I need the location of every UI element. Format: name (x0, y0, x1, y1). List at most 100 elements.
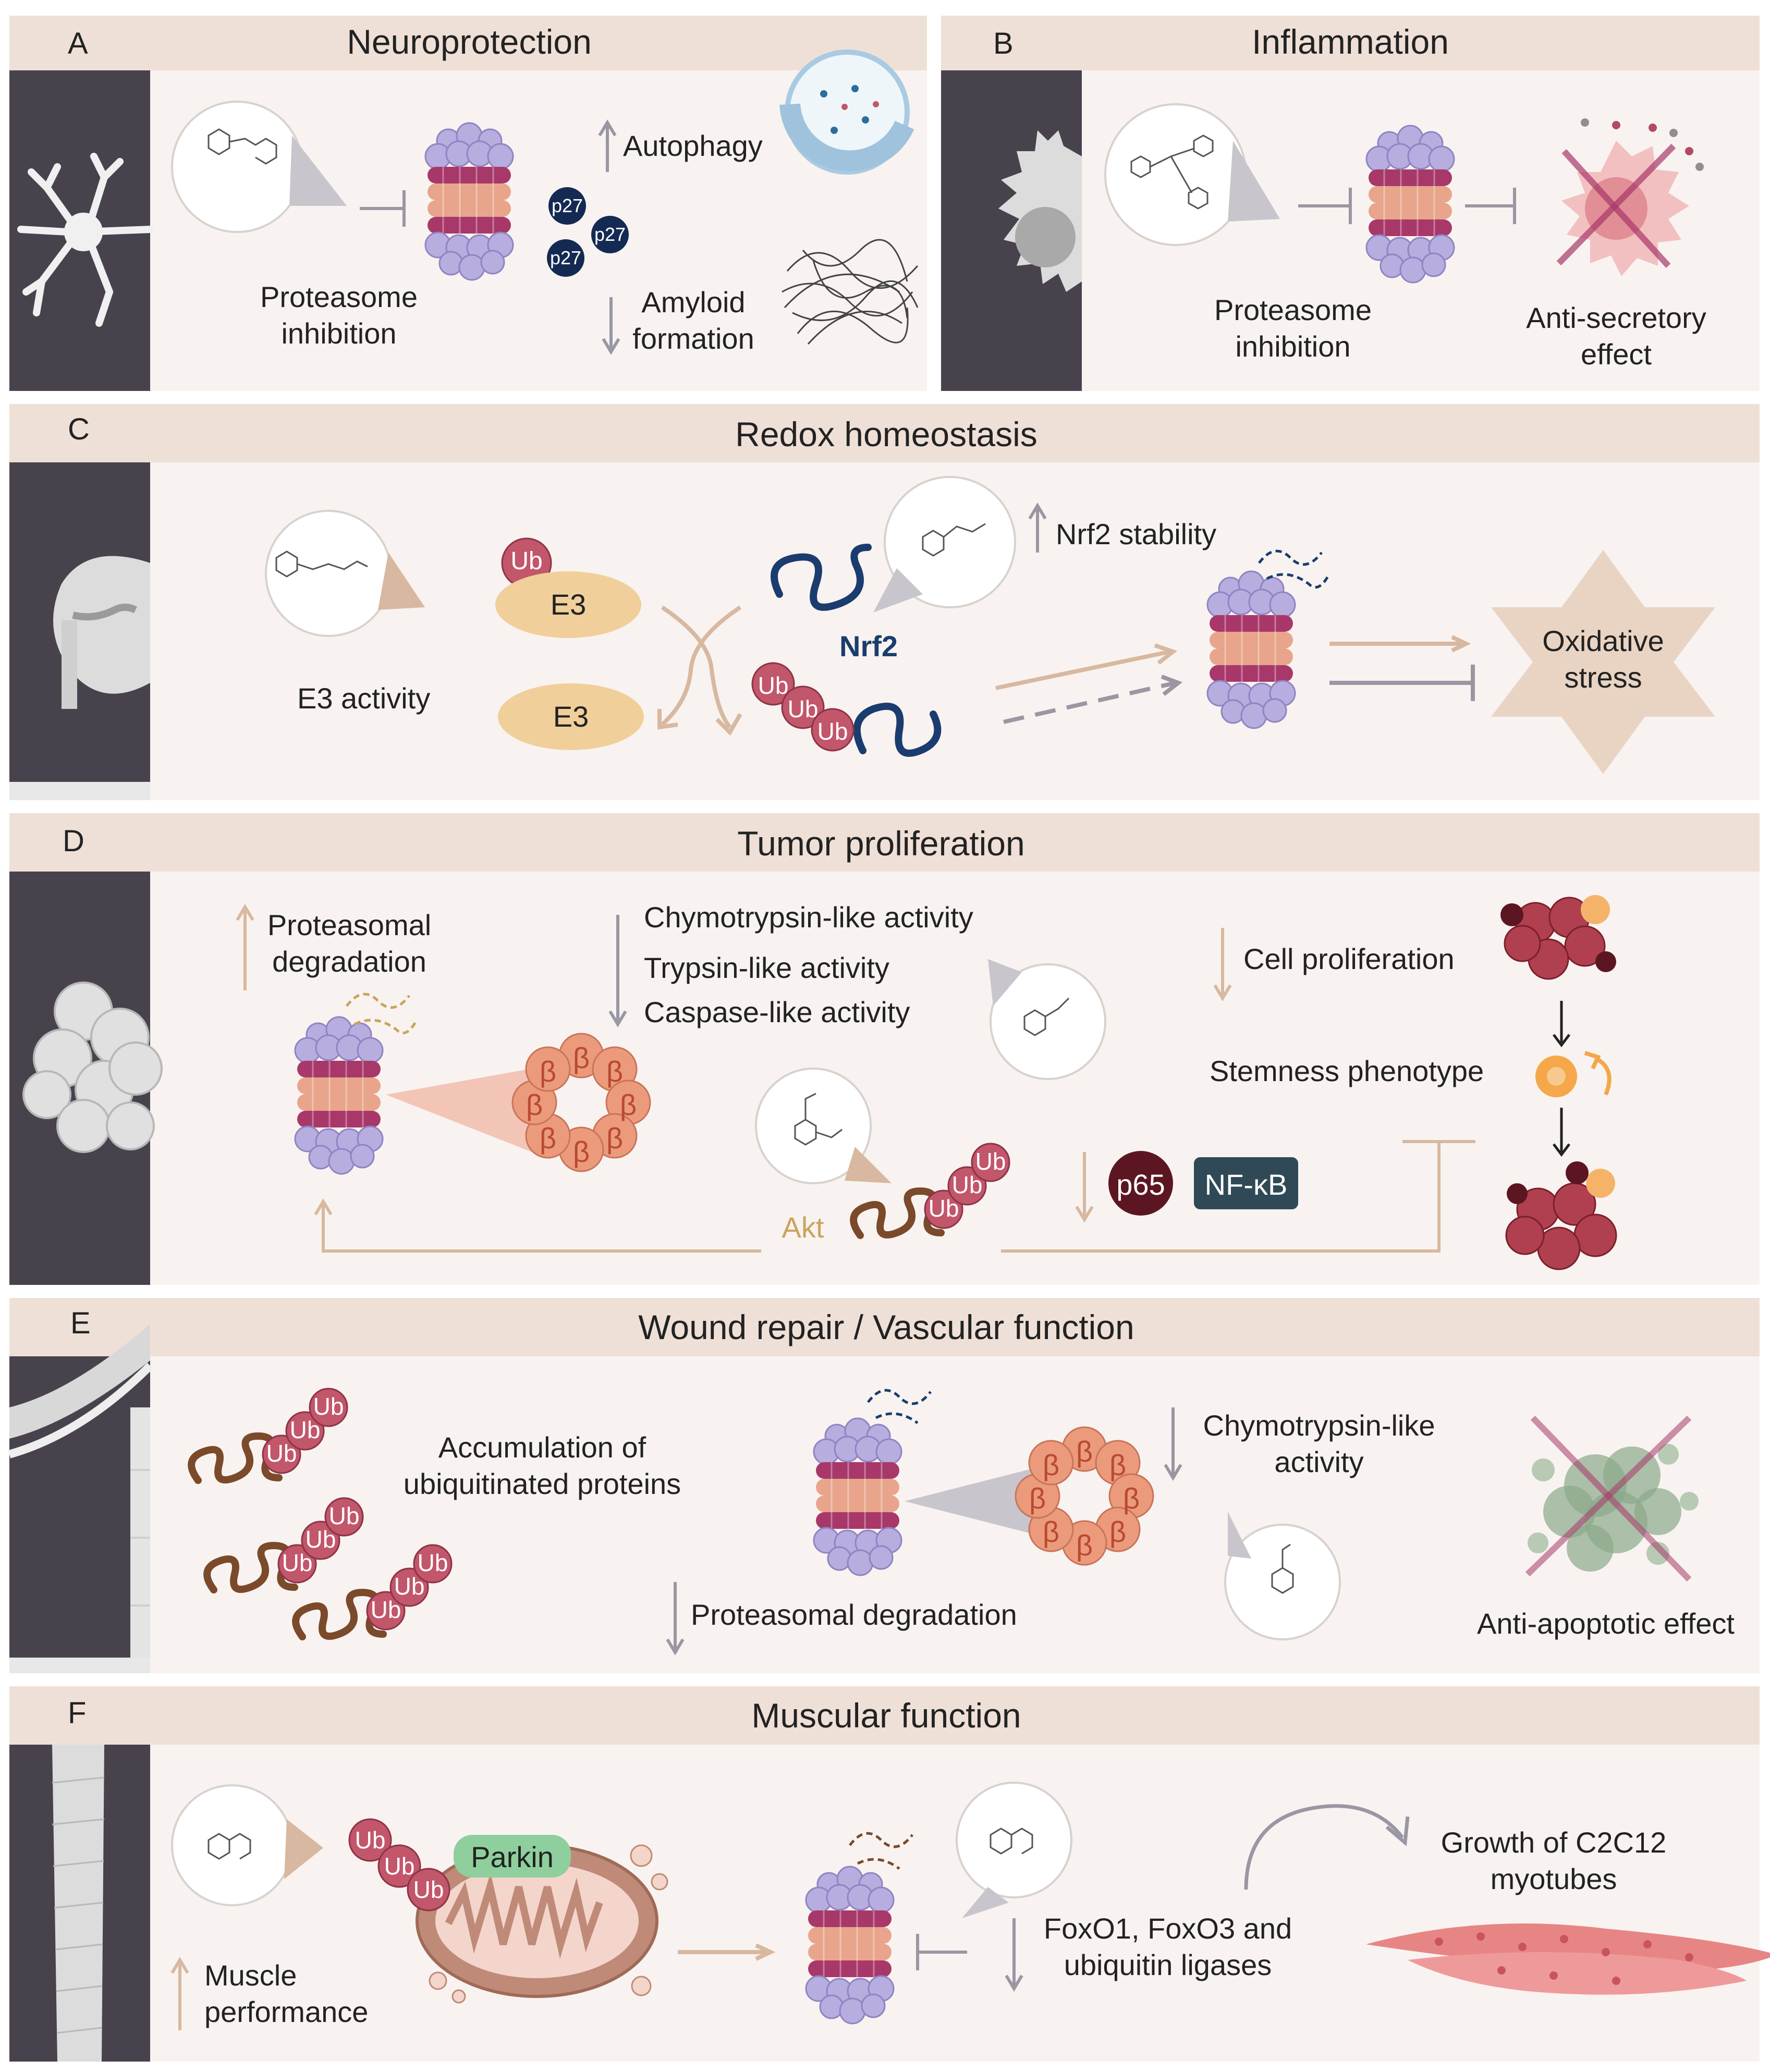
panel-a-letter: A (68, 27, 88, 60)
nfkb-icon (1194, 1157, 1298, 1209)
caspase-label: Caspase-like activity (644, 996, 910, 1028)
antiapoptotic-label: Anti-apoptotic effect (1477, 1607, 1735, 1640)
nfkb-label: NF-κB (1204, 1168, 1288, 1201)
apoptotic-cell-icon (1525, 1415, 1699, 1582)
p27-icon (547, 187, 629, 277)
amyloid-fibril-icon (782, 239, 919, 345)
myotube-icon (1366, 1923, 1770, 1995)
e3-label: E3 (550, 588, 587, 621)
beta-label: β (606, 1055, 624, 1088)
molecule-icon (990, 963, 1106, 1080)
molecule-icon (171, 101, 303, 233)
molecule-icon (1224, 1524, 1341, 1640)
beta-label: β (606, 1122, 624, 1155)
e3-icon (498, 683, 644, 750)
accumulation-label: Accumulation of ubiquitinated proteins (403, 1431, 681, 1500)
ub-label: Ub (355, 1826, 386, 1854)
ub-label: Ub (289, 1416, 321, 1443)
beta-label: β (1029, 1482, 1046, 1515)
nrf2-label: Nrf2 (839, 630, 898, 663)
beta-label: β (1109, 1515, 1127, 1548)
beta-label: β (1109, 1449, 1127, 1481)
ub-label: Ub (394, 1573, 425, 1600)
beta-label: β (1076, 1529, 1093, 1562)
ub-label: Ub (417, 1549, 448, 1576)
nrf2-stability-label: Nrf2 stability (1056, 518, 1217, 550)
ub-label: Ub (413, 1876, 444, 1903)
molecule-icon (884, 476, 1016, 608)
panel-e-title: Wound repair / Vascular function (638, 1308, 1134, 1346)
molecule-icon (956, 1782, 1072, 1898)
cell-proliferation-label: Cell proliferation (1243, 942, 1455, 975)
ub-chain-icon (751, 662, 855, 752)
ub-label: Ub (266, 1440, 297, 1467)
proteasome-icon (1206, 570, 1296, 729)
blood-vessel-icon (8, 1324, 153, 1673)
proteasome-icon (424, 122, 514, 281)
beta-label: β (539, 1055, 557, 1088)
proteasome-icon (813, 1417, 902, 1576)
beta-label: β (1122, 1482, 1140, 1515)
parkin-icon (454, 1835, 571, 1878)
foxo-label: FoxO1, FoxO3 and ubiquitin ligases (1043, 1912, 1292, 1981)
panel-f-title: Muscular function (751, 1696, 1021, 1735)
ub-label: Ub (817, 718, 848, 745)
ub-label: Ub (305, 1526, 336, 1553)
p65-label: p65 (1116, 1168, 1165, 1201)
p65-icon (1108, 1151, 1173, 1216)
p27-label: p27 (550, 247, 582, 268)
mitochondrion-icon (416, 1844, 668, 2004)
beta-label: β (526, 1088, 543, 1121)
secretory-cell-icon (1556, 118, 1704, 276)
proteasomal-degradation-label: Proteasomal degradation (267, 909, 432, 978)
oxidative-stress-star (1491, 550, 1715, 774)
proteasome-icon (294, 1016, 384, 1175)
panel-a-proteasome-label: Proteasome inhibition (260, 280, 418, 350)
ub-label: Ub (951, 1171, 983, 1198)
proteasome-icon (805, 1866, 895, 2025)
ub-label: Ub (787, 695, 819, 722)
kidney-icon (9, 556, 150, 800)
akt-label: Akt (782, 1211, 824, 1244)
ub-label: Ub (510, 547, 543, 575)
panel-e-letter: E (70, 1306, 91, 1340)
ub-label: Ub (384, 1853, 415, 1880)
panel-d-title: Tumor proliferation (737, 824, 1025, 863)
degradation-label: Proteasomal degradation (691, 1598, 1017, 1631)
parkin-label: Parkin (471, 1841, 554, 1873)
ub-label: Ub (313, 1393, 344, 1420)
beta-label: β (539, 1122, 557, 1155)
ub-label: Ub (282, 1549, 313, 1576)
tumor-mass-icon (1500, 895, 1617, 1270)
beta-label: β (572, 1135, 590, 1168)
ub-label: Ub (975, 1148, 1006, 1175)
nrf2-icon (771, 544, 872, 611)
panel-a-title: Neuroprotection (347, 22, 592, 61)
chymotrypsin-label: Chymotrypsin-like activity (1203, 1409, 1435, 1478)
panel-c-letter: C (68, 412, 90, 446)
e3-icon (495, 571, 641, 638)
beta-label: β (572, 1041, 590, 1074)
beta-label: β (1042, 1515, 1060, 1548)
ub-label: Ub (758, 672, 789, 699)
muscle-performance-label: Muscle performance (204, 1959, 369, 2028)
macrophage-icon (998, 130, 1082, 292)
molecule-icon (265, 510, 392, 637)
e3-activity-label: E3 activity (297, 682, 431, 715)
panel-b-effect-label: Anti-secretory effect (1526, 301, 1706, 371)
ub-label: Ub (928, 1195, 959, 1222)
e3-label: E3 (553, 700, 589, 733)
ub-chain-icon (348, 1818, 450, 1911)
panel-c-title: Redox homeostasis (735, 415, 1037, 453)
panel-b-letter: B (993, 27, 1014, 60)
p27-label: p27 (551, 195, 583, 216)
molecule-icon (755, 1068, 872, 1184)
panel-b-title: Inflammation (1252, 22, 1449, 61)
panel-a-autophagy-label: Autophagy (623, 129, 763, 162)
growth-label: Growth of C2C12 myotubes (1441, 1826, 1667, 1895)
beta-label: β (619, 1088, 637, 1121)
panel-f-letter: F (68, 1696, 87, 1730)
panel-a-amyloid-label: Amyloid formation (632, 286, 754, 355)
